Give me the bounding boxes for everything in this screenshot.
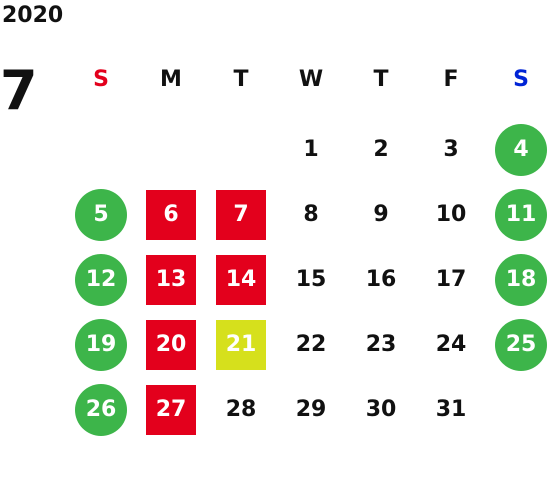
calendar-day-24[interactable]: 24 — [435, 332, 467, 357]
calendar-day-17[interactable]: 17 — [435, 267, 467, 292]
calendar-month: 7 — [0, 59, 38, 122]
calendar-day-30[interactable]: 30 — [365, 397, 397, 422]
calendar-day-21[interactable]: 21 — [216, 320, 266, 370]
weekday-saturday: S — [513, 67, 529, 92]
calendar-day-31[interactable]: 31 — [435, 397, 467, 422]
weekday-wednesday: W — [298, 67, 324, 92]
weekday-sunday: S — [93, 67, 109, 92]
calendar-day-29[interactable]: 29 — [295, 397, 327, 422]
calendar-day-18[interactable]: 18 — [495, 254, 547, 306]
calendar-day-3[interactable]: 3 — [443, 137, 459, 162]
calendar-day-2[interactable]: 2 — [373, 137, 389, 162]
calendar-day-20[interactable]: 20 — [146, 320, 196, 370]
calendar-day-6[interactable]: 6 — [146, 190, 196, 240]
calendar-day-4[interactable]: 4 — [495, 124, 547, 176]
calendar-day-10[interactable]: 10 — [435, 202, 467, 227]
weekday-monday: M — [160, 67, 182, 92]
weekday-friday: F — [443, 67, 459, 92]
calendar-day-16[interactable]: 16 — [365, 267, 397, 292]
calendar-day-22[interactable]: 22 — [295, 332, 327, 357]
calendar-day-9[interactable]: 9 — [373, 202, 389, 227]
weekday-tuesday: T — [233, 67, 249, 92]
calendar-day-12[interactable]: 12 — [75, 254, 127, 306]
calendar-day-26[interactable]: 26 — [75, 384, 127, 436]
calendar-day-25[interactable]: 25 — [495, 319, 547, 371]
calendar-day-14[interactable]: 14 — [216, 255, 266, 305]
calendar-day-7[interactable]: 7 — [216, 190, 266, 240]
calendar-day-23[interactable]: 23 — [365, 332, 397, 357]
weekday-thursday: T — [373, 67, 389, 92]
calendar-day-5[interactable]: 5 — [75, 189, 127, 241]
calendar-day-1[interactable]: 1 — [303, 137, 319, 162]
calendar-day-19[interactable]: 19 — [75, 319, 127, 371]
calendar-day-8[interactable]: 8 — [303, 202, 319, 227]
calendar-day-13[interactable]: 13 — [146, 255, 196, 305]
calendar-day-27[interactable]: 27 — [146, 385, 196, 435]
calendar-day-15[interactable]: 15 — [295, 267, 327, 292]
calendar-day-11[interactable]: 11 — [495, 189, 547, 241]
calendar-day-28[interactable]: 28 — [225, 397, 257, 422]
calendar-year: 2020 — [2, 3, 64, 28]
